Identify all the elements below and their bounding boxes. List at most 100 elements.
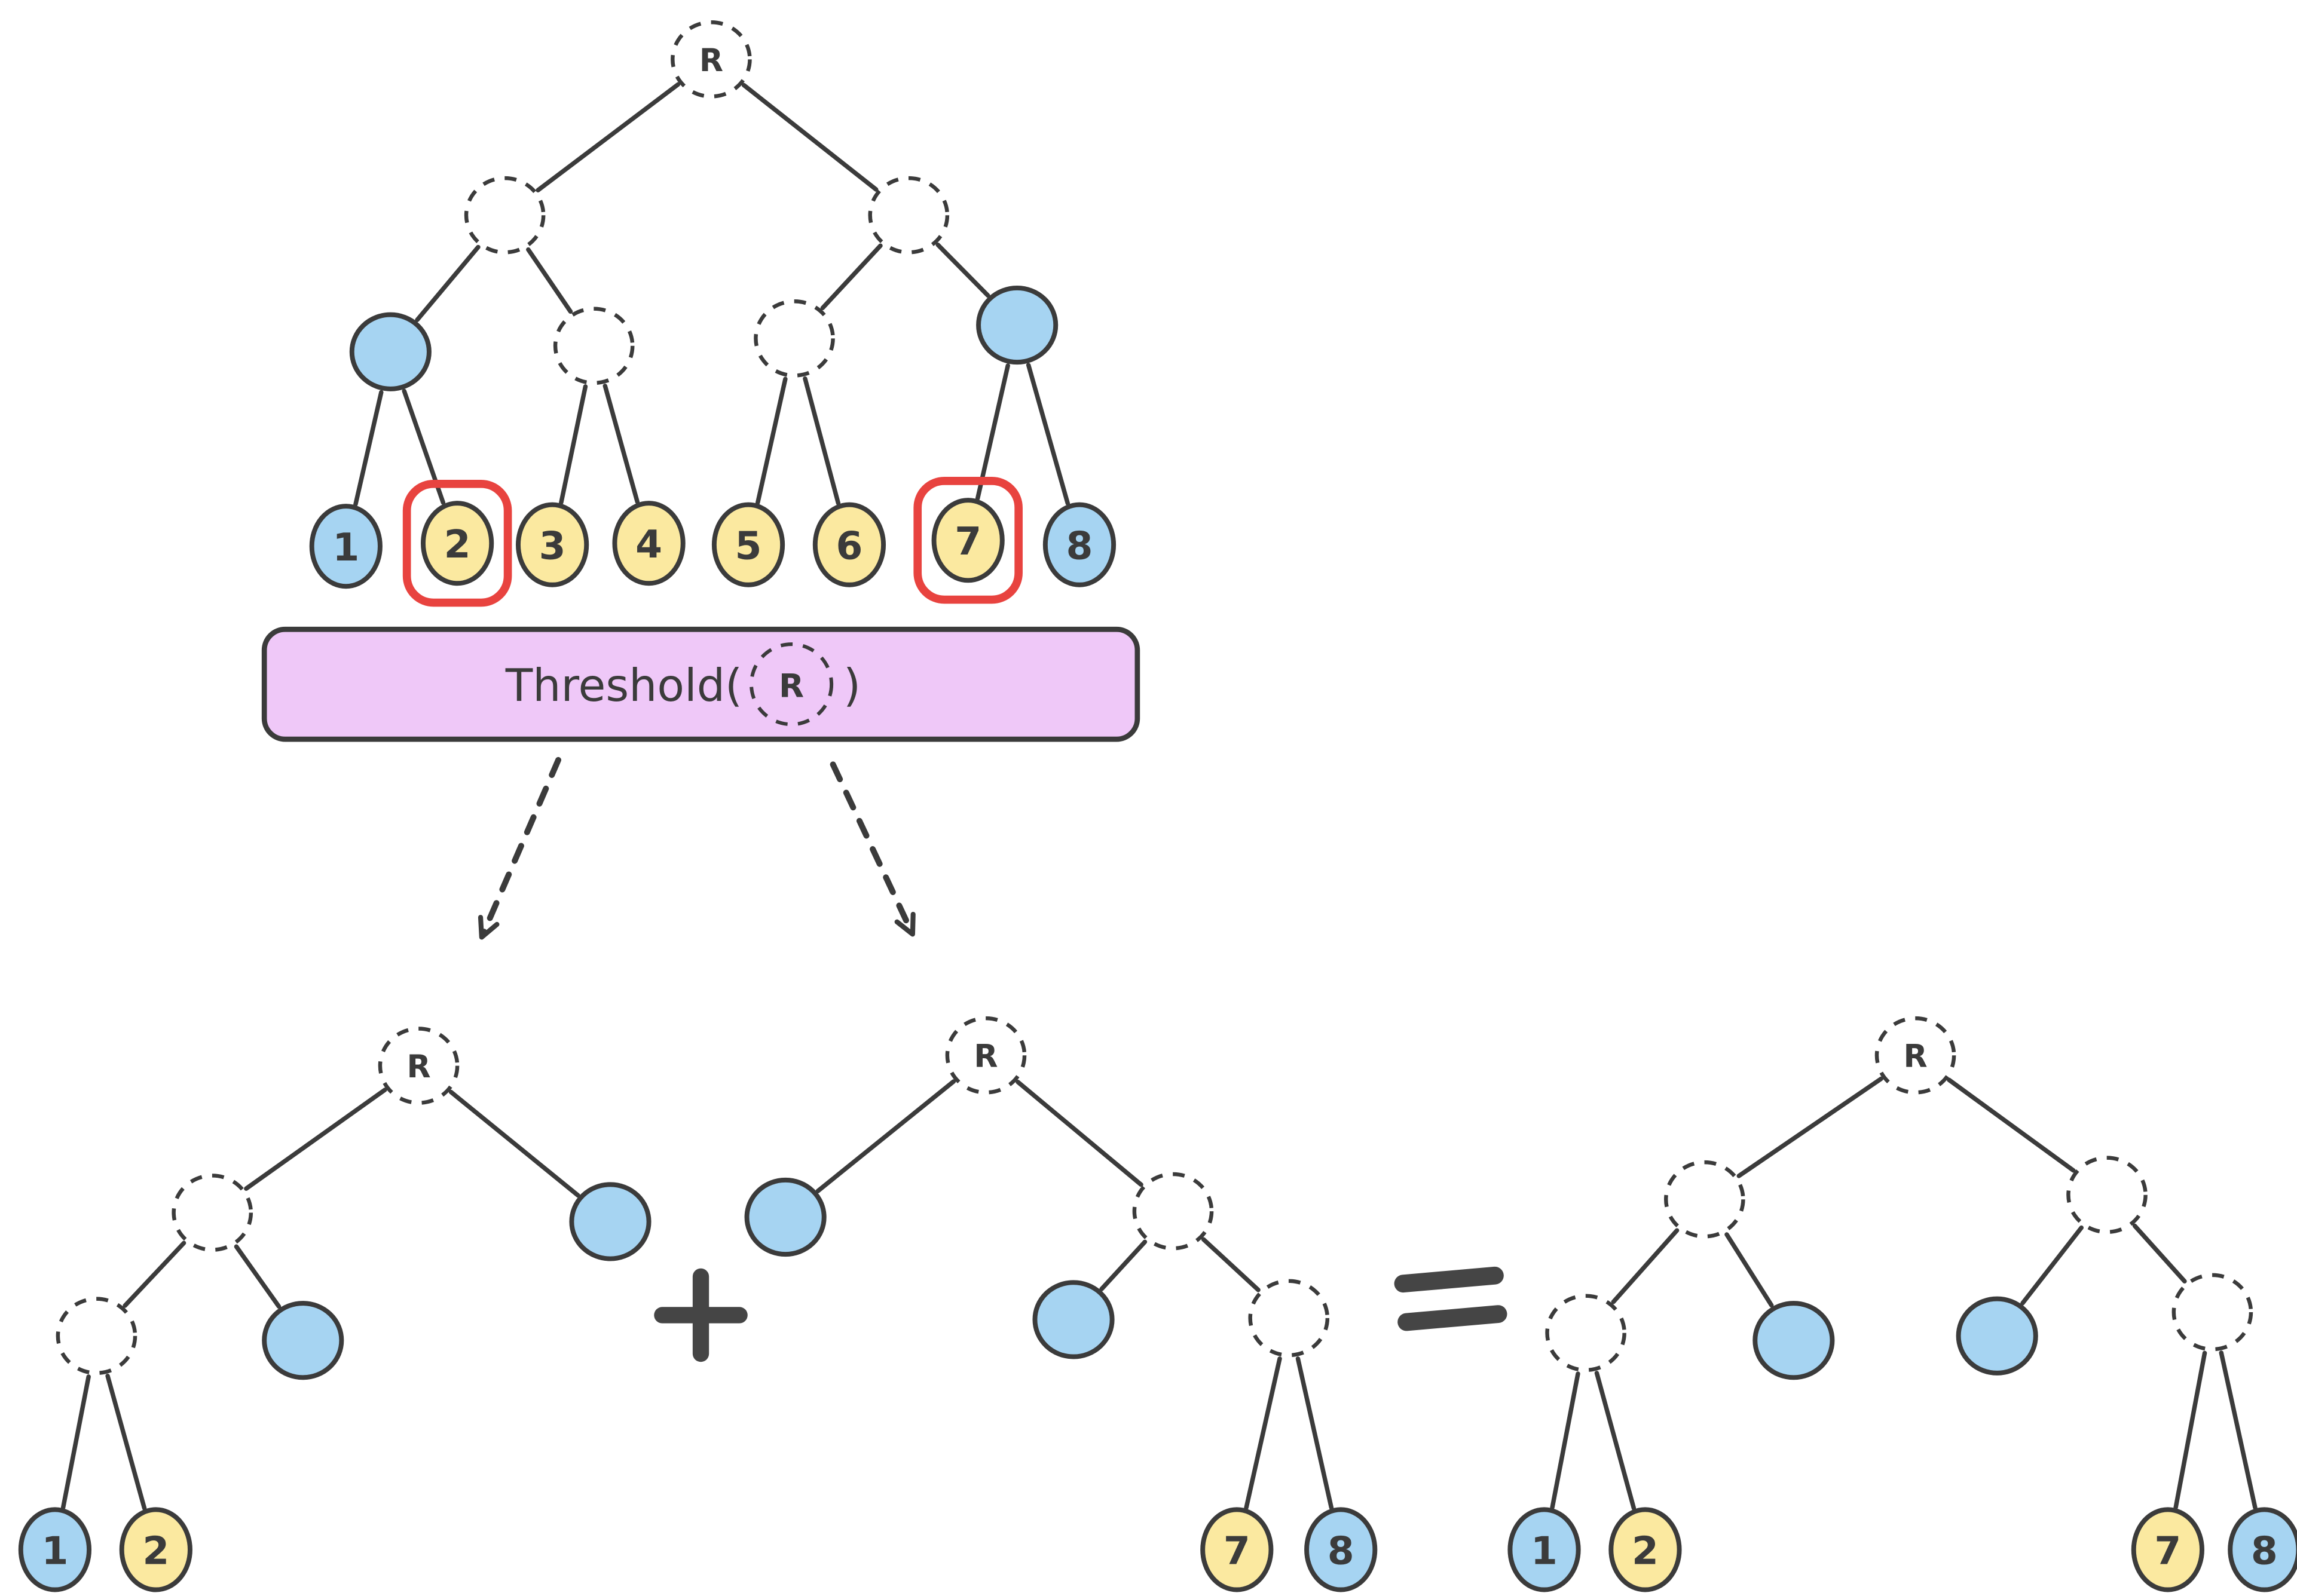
left-summand-tree-node-a: [172, 1174, 253, 1252]
dashed-node-circle: [945, 1016, 1027, 1095]
right-summand-tree-node-a: [744, 1177, 827, 1257]
dashed-node-circle: [1132, 1172, 1214, 1251]
split-arrow-right: [830, 761, 916, 937]
result-tree-node-a: [1663, 1160, 1745, 1239]
left-summand-tree-node-n1: 1: [18, 1507, 92, 1592]
node-label: 8: [1328, 1528, 1354, 1573]
node-label: 2: [1632, 1528, 1659, 1573]
blue-node-circle: [262, 1301, 344, 1380]
tree-edge-R-iL: [536, 82, 681, 193]
node-label: 8: [2251, 1528, 2278, 1573]
threshold-label-after: ): [843, 660, 861, 712]
right-summand-tree-node-c: [1032, 1280, 1115, 1359]
blue-node-circle: [349, 312, 432, 391]
left-summand-tree-node-c: [56, 1297, 137, 1376]
tree-edge-iR-c: [820, 243, 883, 311]
top-tree-node-n5: 5: [711, 502, 785, 587]
top-tree-node-iL: [464, 176, 546, 255]
yellow-node-circle: [812, 502, 886, 587]
result-tree-node-f: [2171, 1273, 2253, 1352]
blue-node-circle: [1032, 1280, 1115, 1359]
right-summand-tree-node-n8: 8: [1304, 1507, 1378, 1592]
top-tree-node-R: R: [671, 20, 752, 99]
left-summand-tree-node-b: [569, 1182, 652, 1261]
operator-equals: [1394, 1266, 1507, 1331]
dashed-node-circle: [172, 1174, 253, 1252]
operator-plus: [654, 1268, 748, 1362]
dashed-node-circle: [1248, 1279, 1330, 1358]
tree-edge-iL-a: [415, 244, 481, 323]
tree-edge-b-n3: [559, 384, 588, 505]
node-label: 3: [539, 524, 566, 569]
tree-edge-d-n8: [1026, 363, 1070, 506]
node-label: R: [406, 1049, 430, 1085]
right-summand-tree-node-n7: 7: [1200, 1507, 1274, 1592]
tree-edge-R-b: [448, 1089, 580, 1198]
tree-edge-f-n8: [2219, 1350, 2258, 1510]
blue-node-circle: [1304, 1507, 1378, 1592]
tree-edge-b-c: [1099, 1239, 1148, 1291]
node-label: 7: [1224, 1528, 1250, 1573]
blue-node-circle: [309, 504, 383, 589]
tree-edge-iL-b: [526, 247, 573, 314]
node-label: 6: [836, 524, 862, 569]
tree-edge-iR-d: [935, 242, 990, 298]
top-tree-node-n4: 4: [612, 501, 686, 586]
result-tree-node-d: [1752, 1301, 1835, 1380]
dashed-node-circle: [553, 307, 635, 385]
tree-edge-R-a: [1736, 1076, 1883, 1178]
dashed-node-circle: [378, 1027, 460, 1105]
top-tree-node-n7: 7: [913, 477, 1023, 604]
result-tree-node-c: [1545, 1294, 1626, 1373]
tree-edge-R-b: [1016, 1080, 1143, 1187]
top-tree-node-b: [553, 307, 635, 385]
tree-edge-c-n5: [755, 376, 788, 506]
dashed-node-circle: [1874, 1016, 1956, 1095]
tree-edge-c-n6: [803, 376, 841, 506]
yellow-node-circle: [1200, 1507, 1274, 1592]
threshold-box-rect: [261, 626, 1140, 742]
left-summand-tree-node-d: [262, 1301, 344, 1380]
blue-node-circle: [2228, 1507, 2297, 1592]
blue-node-circle: [569, 1182, 652, 1261]
node-label: 2: [444, 522, 471, 567]
yellow-node-circle: [931, 498, 1005, 583]
node-label: 7: [2154, 1528, 2181, 1573]
top-tree-node-n6: 6: [812, 502, 886, 587]
node-label: R: [699, 43, 723, 79]
dashed-node-circle: [754, 299, 835, 378]
tree-edge-f-n7: [2173, 1350, 2207, 1510]
top-tree-node-c: [754, 299, 835, 378]
dashed-node-circle: [868, 176, 950, 255]
result-tree-node-n7: 7: [2131, 1507, 2204, 1592]
highlight-box: [913, 477, 1023, 604]
result-tree-node-b: [2066, 1156, 2148, 1234]
node-label: 7: [955, 519, 981, 564]
right-summand-tree-node-d: [1248, 1279, 1330, 1358]
node-label: 1: [332, 525, 359, 570]
blue-node-circle: [18, 1507, 92, 1592]
tree-edge-R-iR: [741, 82, 879, 192]
left-summand-tree-node-n2: 2: [119, 1507, 192, 1592]
right-summand-tree-node-b: [1132, 1172, 1214, 1251]
tree-edge-R-b: [1947, 1077, 2076, 1173]
yellow-node-circle: [1608, 1507, 1682, 1592]
tree-edge-d-n8: [1295, 1356, 1334, 1510]
tree-edge-b-e: [2020, 1225, 2084, 1306]
node-label: 1: [1531, 1528, 1558, 1573]
yellow-node-circle: [421, 501, 494, 586]
top-tree-node-d: [976, 285, 1059, 365]
tree-edge-c-n2: [105, 1374, 147, 1511]
blue-node-circle: [976, 285, 1059, 365]
split-arrow-left: [478, 756, 562, 940]
dashed-node-circle: [464, 176, 546, 255]
blue-node-circle: [1956, 1296, 2038, 1376]
yellow-node-circle: [119, 1507, 192, 1592]
threshold-root-circle: [750, 642, 834, 727]
tree-edge-b-n4: [602, 384, 640, 504]
tree-edge-c-n2: [1594, 1371, 1637, 1511]
dashed-node-circle: [1545, 1294, 1626, 1373]
